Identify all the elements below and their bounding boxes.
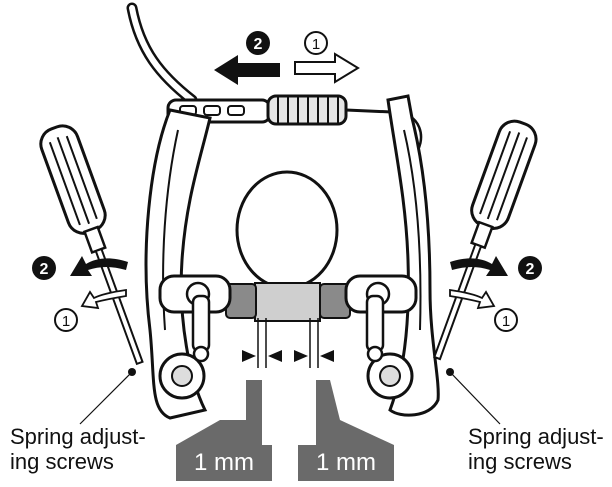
rotate-arrow-step-2-left [70,256,128,276]
rotate-arrow-step-2-right [450,256,508,276]
step-2-marker-right [518,256,542,280]
rotate-arrow-step-1-left [80,288,127,310]
step-2-marker-left [32,256,56,280]
left-screwdriver-icon [39,124,144,366]
callout-pointer-right [316,380,394,445]
caption-left-line2: ing screws [10,449,114,474]
caption-left-line1: Spring adjust- [10,424,146,449]
arrow-step-1-top [294,52,360,84]
left-brake-pad [158,274,257,363]
step-1-marker-top [304,31,328,55]
cable-lead [166,94,423,159]
gap-marker-left [242,318,282,368]
step-1-label-right: 1 [502,313,510,330]
wheel-rim [235,170,339,322]
step-2-label-left: 2 [40,261,49,278]
step-2-marker-top [246,31,270,55]
right-screwdriver-icon [433,119,538,361]
step-1-marker-left [54,308,78,332]
step-2-label-top: 2 [254,36,263,53]
gap-marker-right [294,318,334,368]
leader-line-right [449,371,501,425]
arrow-step-2-top [214,55,280,85]
step-1-label-left: 1 [62,313,70,330]
clearance-label-right: 1 mm [298,445,394,481]
step-1-label-top: 1 [312,36,320,53]
right-brake-arm [366,94,440,417]
caption-right-line1: Spring adjust- [468,424,604,449]
clearance-label-left: 1 mm [176,445,272,481]
callout-pointer-left [176,380,262,445]
caption-left: Spring adjust- ing screws [10,424,146,474]
brake-cable [126,2,198,106]
leader-line-left [79,371,133,425]
rotate-arrow-step-1-right [449,288,496,310]
left-brake-arm [144,108,212,420]
step-2-label-right: 2 [526,261,535,278]
caption-right-line2: ing screws [468,449,572,474]
caption-right: Spring adjust- ing screws [468,424,604,474]
step-1-marker-right [494,308,518,332]
right-brake-pad [319,274,418,363]
